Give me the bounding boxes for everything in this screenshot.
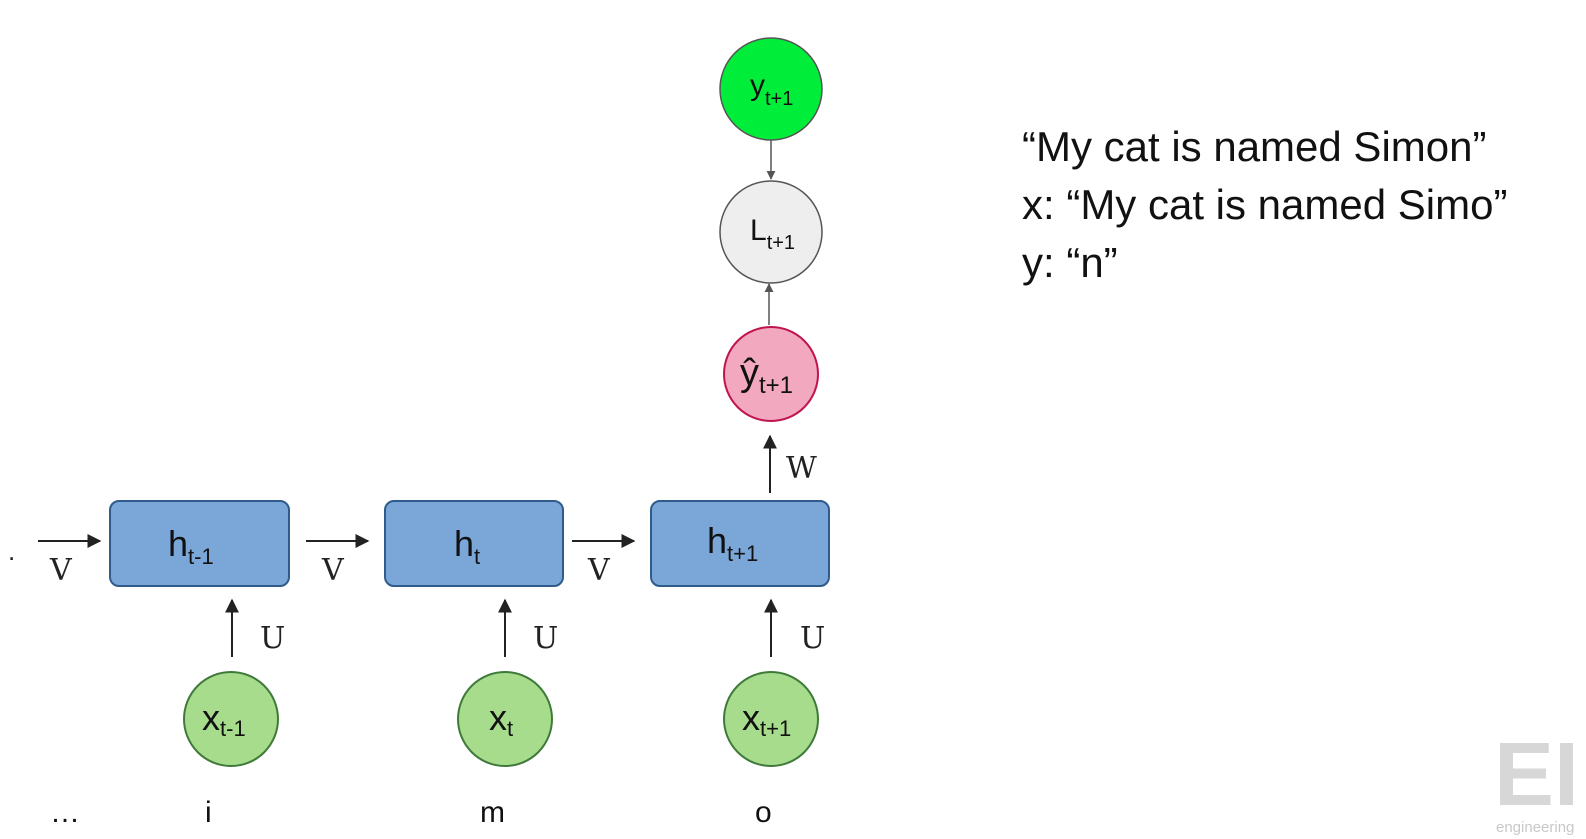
target-sub: t+1 <box>765 88 793 110</box>
prediction-node: ŷt+1 <box>723 326 819 422</box>
character-label: i <box>205 796 212 829</box>
prediction-sub: t+1 <box>759 372 793 399</box>
example-y-line: y: “n” <box>1022 239 1118 286</box>
input-weight-label: U <box>800 621 825 656</box>
target-base: y <box>750 69 765 102</box>
character-label: … <box>50 796 80 829</box>
svg-text:yt+1: yt+1 <box>750 69 793 110</box>
recurrent-weight-label: V <box>587 553 611 588</box>
prediction-base: ŷ <box>740 352 759 394</box>
svg-text:ŷt+1: ŷt+1 <box>740 352 793 399</box>
character-label: o <box>755 796 772 829</box>
leading-dot: . <box>8 536 15 566</box>
svg-text:xt: xt <box>489 697 513 741</box>
input-node-sub: t <box>507 716 513 741</box>
output-weight-label: W <box>786 451 817 486</box>
input-node-t: xt <box>457 671 553 767</box>
input-node-base: x <box>489 697 507 738</box>
hidden-state-base: h <box>707 520 727 561</box>
watermark-logo: EI engineering <box>1494 725 1579 836</box>
hidden-state-sub: t <box>474 544 480 569</box>
hidden-state-base: h <box>454 523 474 564</box>
input-node-sub: t-1 <box>220 716 246 741</box>
target-node: yt+1 <box>719 37 823 141</box>
input-node-sub: t+1 <box>760 716 791 741</box>
watermark-logo-mark: EI <box>1494 725 1579 825</box>
example-sentence: “My cat is named Simon” <box>1022 123 1486 170</box>
character-label: m <box>480 796 505 829</box>
hidden-state-t: ht <box>384 500 564 587</box>
input-node-t-1: xt-1 <box>183 671 279 767</box>
input-weight-label: U <box>533 621 558 656</box>
hidden-state-base: h <box>168 523 188 564</box>
loss-base: L <box>750 214 767 247</box>
loss-sub: t+1 <box>767 232 795 254</box>
recurrent-arrow-2: V <box>306 534 370 588</box>
svg-text:Lt+1: Lt+1 <box>750 214 795 254</box>
loss-node: Lt+1 <box>719 180 823 284</box>
hidden-state-sub: t+1 <box>727 541 758 566</box>
hidden-state-sub: t-1 <box>188 544 214 569</box>
input-arrow-3: U <box>764 598 825 657</box>
svg-text:ht: ht <box>454 523 480 569</box>
input-node-base: x <box>202 697 220 738</box>
input-arrow-1: U <box>225 598 285 657</box>
svg-text:xt+1: xt+1 <box>742 697 791 741</box>
svg-text:ht-1: ht-1 <box>168 523 214 569</box>
recurrent-arrow-3: V <box>572 534 636 588</box>
recurrent-arrow-1: V <box>38 534 102 588</box>
recurrent-weight-label: V <box>321 553 345 588</box>
input-node-t+1: xt+1 <box>723 671 819 767</box>
svg-text:ht+1: ht+1 <box>707 520 758 566</box>
output-arrow: W <box>763 434 817 493</box>
watermark-text: engineering <box>1496 819 1574 836</box>
input-node-base: x <box>742 697 760 738</box>
input-arrow-2: U <box>498 598 558 657</box>
hidden-state-t+1: ht+1 <box>650 500 830 587</box>
hidden-state-t-1: ht-1 <box>109 500 290 587</box>
svg-text:xt-1: xt-1 <box>202 697 246 741</box>
recurrent-weight-label: V <box>49 553 73 588</box>
input-weight-label: U <box>260 621 285 656</box>
example-x-line: x: “My cat is named Simo” <box>1022 181 1507 228</box>
